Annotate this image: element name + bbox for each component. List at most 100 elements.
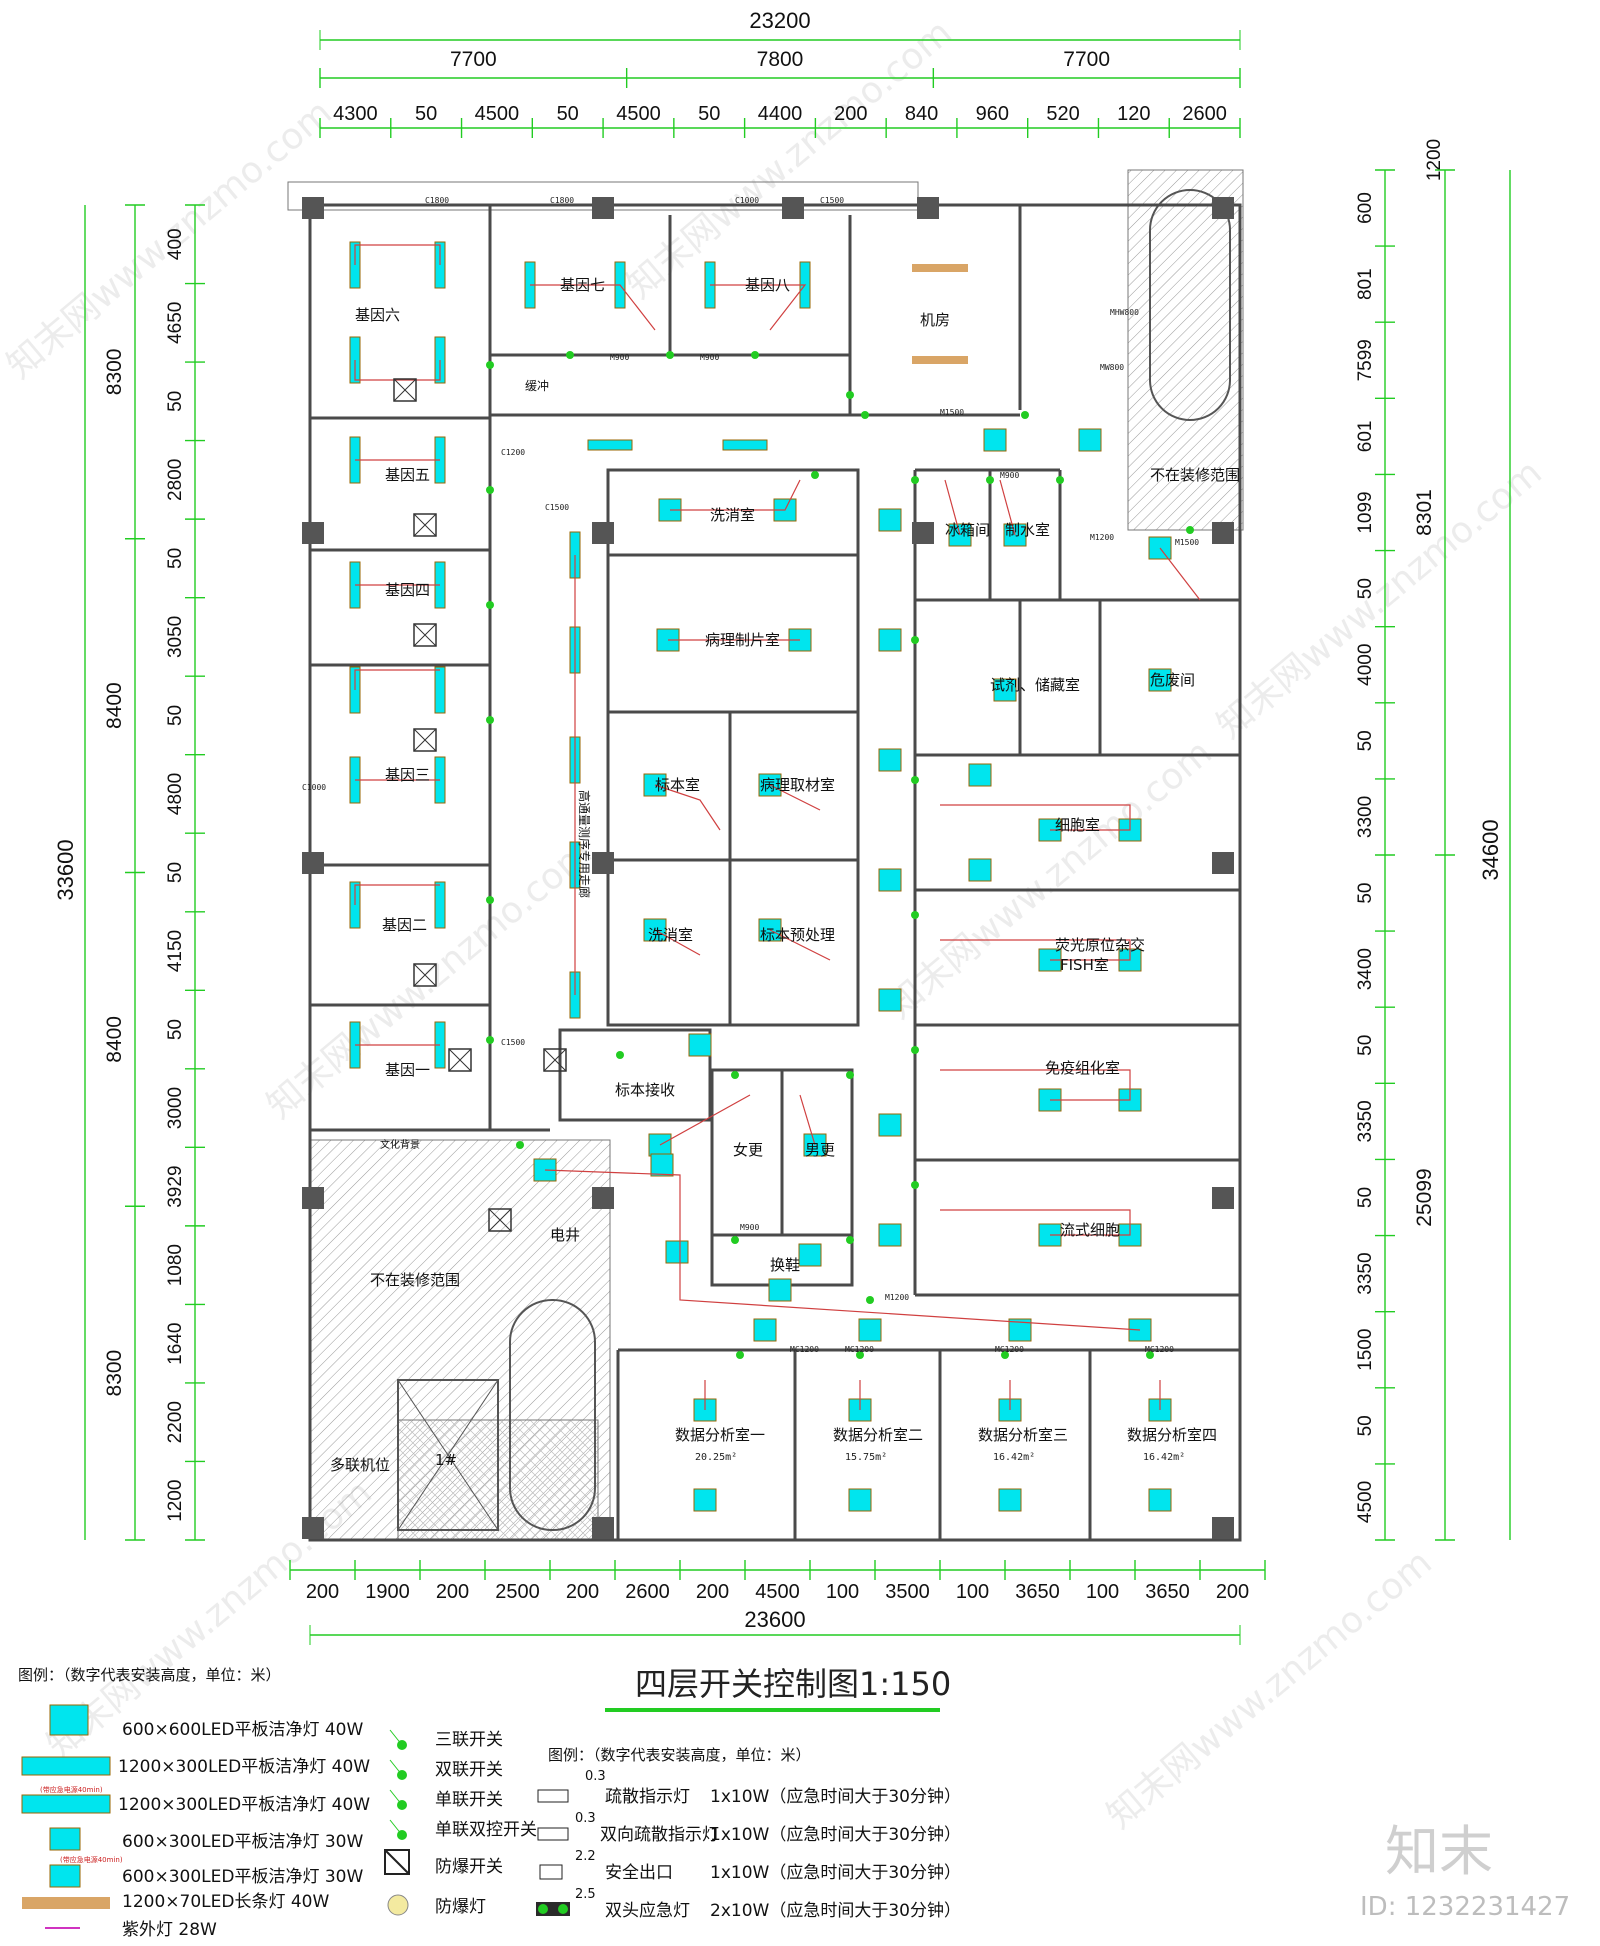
dimension-value: 50 [1355,578,1376,599]
circuit-wire [1159,547,1201,601]
dimension-value: 4500 [1355,1481,1376,1523]
room-label: 基因三 [385,766,430,784]
switch-point [986,476,994,484]
switch-triple-icon [389,1729,407,1750]
structural-column [592,1187,614,1209]
dimension-value: 801 [1355,268,1376,300]
dimension-value: 50 [557,103,579,125]
dimension-value: 7800 [757,48,804,71]
legend-item: 三联开关 [435,1730,503,1750]
room-label: 荧光原位杂交 [1055,936,1145,954]
legend-item: 1200×300LED平板洁净灯 40W [118,1757,370,1777]
switch-point [486,1036,494,1044]
led-panel-600x600 [1078,428,1102,452]
dimension-value: 200 [306,1581,339,1603]
legend-item-name: 双向疏散指示灯 [600,1825,719,1845]
room-label: 基因五 [385,466,430,484]
dimension-value: 4500 [475,103,520,125]
switch-two-way-icon [389,1819,407,1840]
led-panel-600x600 [878,748,902,772]
dimension-value: 7599 [1355,339,1376,381]
dimension-value: 4000 [1355,644,1376,686]
explosion-proof-switch-mark [543,1048,567,1072]
explosion-proof-switch-mark [393,378,417,402]
stairs [397,189,1231,1531]
legend-item-name: 安全出口 [605,1863,673,1883]
switch-point [846,391,854,399]
circuit-wire [530,284,656,331]
dimension-value: 4650 [165,302,186,344]
bidirectional-exit-sign-icon [537,1827,569,1841]
dimension-value: 33600 [53,839,78,900]
dimension-value: 25099 [1413,1168,1436,1226]
led-panel-600x600 [858,1318,882,1342]
explosion-proof-switch [413,963,437,987]
dimension-value: 840 [905,103,938,125]
explosion-proof-switch [393,378,417,402]
legend-item-name: 疏散指示灯 [605,1787,690,1807]
led-panel-600x600 [878,508,902,532]
led-panel-600x600 [1148,668,1172,692]
structural-column [1212,1517,1234,1539]
dimension-value: 50 [1355,882,1376,903]
led-panel-600x600 [848,1488,872,1512]
circuit-wire [354,244,441,265]
dimension-value: 3929 [165,1165,186,1207]
led-panel-600x600 [878,988,902,1012]
dimension-value: 8400 [103,1016,126,1063]
dimension-value: 50 [165,1019,186,1040]
led-panel-600x600 [753,1318,777,1342]
door-tag: M1500 [940,408,964,417]
door-tag: C1000 [302,783,326,792]
switch-point [731,1071,739,1079]
structural-column [592,1517,614,1539]
dimension-value: 1099 [1355,491,1376,533]
panel-1200-swatch [21,1756,111,1776]
switch-point [486,896,494,904]
dimension-value: 50 [165,705,186,726]
dimension-value: 600 [1355,192,1376,224]
switch-point [1021,411,1029,419]
dimension-value: 1500 [1355,1329,1376,1371]
room-label: 机房 [920,311,950,329]
led-panel-600x600 [968,763,992,787]
dimension-value: 2200 [165,1401,186,1443]
dimension-value: 8300 [103,1350,126,1397]
room-label: 不在装修范围 [1150,466,1240,484]
door-tag: C1200 [501,448,525,457]
circuit-wire [710,284,807,331]
room-label: 男更 [805,1141,835,1159]
room-label: 洗消室 [710,506,755,524]
door-tag: M900 [740,1223,759,1232]
legend-heading: 图例：（数字代表安装高度，单位：米） [18,1666,281,1684]
structural-column [592,197,614,219]
circuit-wire [670,479,801,511]
strip-light-swatch [22,1897,110,1909]
structural-column [917,197,939,219]
room-label: 基因八 [745,276,790,294]
twin-emergency-lamp-icon [536,1902,570,1916]
room-label: 洗消室 [648,926,693,944]
structural-column [1212,1187,1234,1209]
panel-600x300-swatch [49,1827,81,1851]
dimension-value: 120 [1117,103,1150,125]
door-tag: MHW800 [1110,308,1139,317]
dimension-value: 3650 [1145,1581,1190,1603]
circuit-wire [999,479,1016,536]
structural-column [1212,522,1234,544]
structural-column [592,852,614,874]
switch-point [1001,1351,1009,1359]
legend-item-spec: 2x10W（应急时间大于30分钟） [710,1901,961,1921]
led-panel-600x600 [650,1153,674,1177]
room-label: 文化背景 [380,1138,420,1151]
dimension-value: 200 [1216,1581,1249,1603]
door-tag: MC1200 [790,1345,819,1354]
switch-point [751,351,759,359]
circuit-wire [659,1094,751,1146]
switch-single-icon [389,1789,407,1810]
dimension-value: 3350 [1355,1252,1376,1294]
room-label: 冰箱间 [945,521,990,539]
structural-column [1212,852,1234,874]
structural-column [302,522,324,544]
